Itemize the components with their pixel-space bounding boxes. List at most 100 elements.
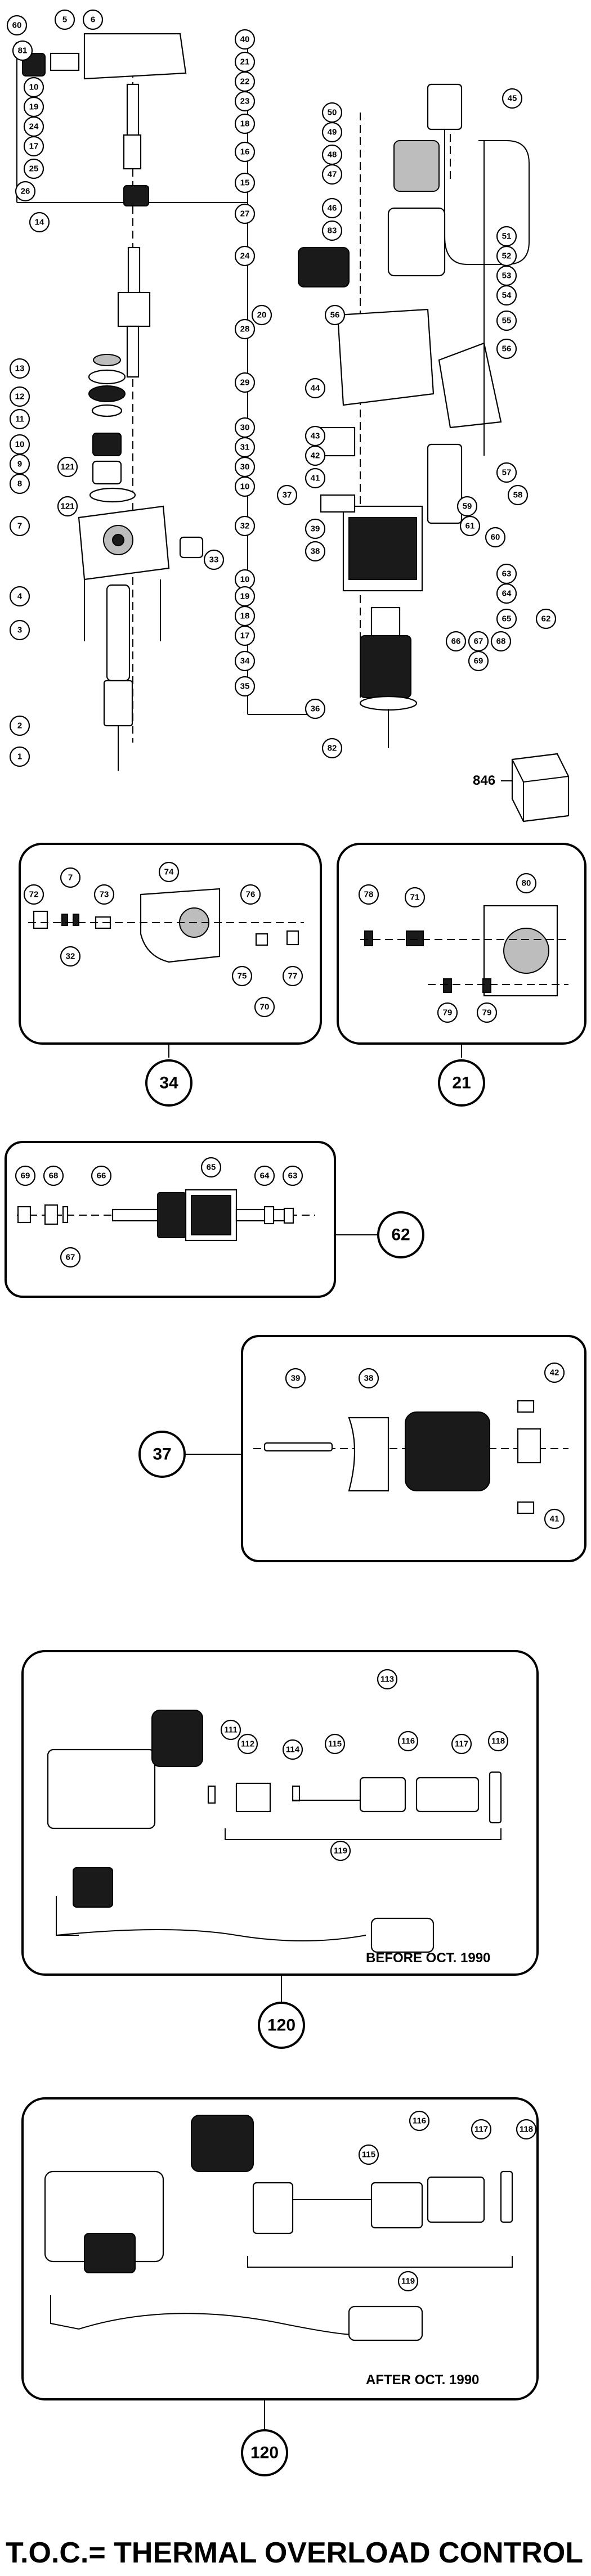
svg-text:60: 60 [12, 21, 22, 30]
callout-67: 67 [468, 631, 489, 652]
svg-text:45: 45 [508, 94, 517, 104]
svg-text:69: 69 [474, 657, 483, 666]
caption-before: BEFORE OCT. 1990 [366, 1950, 490, 1966]
svg-text:48: 48 [328, 150, 337, 160]
svg-text:58: 58 [513, 491, 523, 500]
svg-text:33: 33 [209, 555, 219, 565]
callout-114: 114 [282, 1739, 303, 1760]
callout-111: 111 [220, 1719, 241, 1741]
svg-text:30: 30 [240, 462, 250, 472]
svg-text:32: 32 [240, 522, 250, 531]
svg-text:39: 39 [291, 1374, 301, 1383]
callout-69: 69 [468, 650, 489, 672]
callout-18: 18 [234, 113, 256, 134]
svg-text:116: 116 [413, 2116, 426, 2126]
svg-text:8: 8 [17, 479, 22, 489]
callout-hub-before: 120 [258, 2002, 305, 2049]
svg-text:111: 111 [224, 1725, 237, 1735]
callout-65: 65 [200, 1157, 222, 1178]
callout-10: 10 [234, 476, 256, 497]
callout-117: 117 [451, 1733, 472, 1755]
svg-text:112: 112 [241, 1739, 254, 1749]
svg-text:118: 118 [491, 1737, 505, 1746]
svg-text:66: 66 [97, 1171, 106, 1181]
callout-30: 30 [234, 456, 256, 478]
callout-73: 73 [93, 884, 115, 905]
callout-35: 35 [234, 676, 256, 697]
svg-text:36: 36 [311, 704, 320, 714]
svg-text:82: 82 [328, 744, 337, 753]
svg-text:76: 76 [246, 890, 256, 900]
callout-41: 41 [544, 1508, 565, 1530]
callout-7: 7 [9, 515, 30, 537]
callout-113: 113 [377, 1669, 398, 1690]
svg-text:7: 7 [17, 522, 22, 531]
svg-text:3: 3 [17, 626, 22, 635]
svg-text:34: 34 [240, 657, 250, 666]
callout-hub-21: 21 [438, 1059, 485, 1107]
svg-text:27: 27 [240, 209, 250, 219]
callout-hub-after: 120 [241, 2429, 288, 2476]
svg-text:120: 120 [250, 2444, 279, 2462]
gear-housing-shape [83, 33, 187, 80]
callout-79: 79 [476, 1002, 498, 1023]
callout-64: 64 [496, 583, 517, 604]
svg-text:43: 43 [311, 431, 320, 441]
callout-60: 60 [6, 15, 28, 36]
svg-text:10: 10 [29, 83, 39, 92]
callout-2: 2 [9, 715, 30, 736]
callout-69: 69 [15, 1165, 36, 1186]
callout-8: 8 [9, 473, 30, 494]
svg-text:12: 12 [15, 392, 25, 402]
callout-115: 115 [358, 2144, 379, 2165]
callout-31: 31 [234, 437, 256, 458]
svg-text:18: 18 [240, 612, 250, 621]
svg-text:117: 117 [455, 1739, 468, 1749]
svg-text:72: 72 [29, 890, 39, 900]
callout-26: 26 [15, 181, 36, 202]
svg-text:67: 67 [474, 637, 483, 646]
callout-24: 24 [234, 245, 256, 267]
callout-65: 65 [496, 608, 517, 630]
callout-23: 23 [234, 91, 256, 112]
callout-14: 14 [29, 212, 50, 233]
callout-hub-34: 34 [145, 1059, 192, 1107]
callout-76: 76 [240, 884, 261, 905]
callout-21: 21 [234, 51, 256, 73]
svg-text:41: 41 [550, 1514, 559, 1524]
callout-51: 51 [496, 226, 517, 247]
caption-after: AFTER OCT. 1990 [366, 2372, 479, 2388]
svg-text:14: 14 [35, 218, 44, 227]
svg-text:10: 10 [240, 575, 250, 585]
svg-text:121: 121 [60, 462, 74, 472]
svg-text:79: 79 [482, 1008, 492, 1018]
svg-text:113: 113 [380, 1675, 394, 1684]
callout-12: 12 [9, 386, 30, 407]
callout-hub-37: 37 [138, 1431, 186, 1478]
callout-71: 71 [404, 887, 426, 908]
svg-text:46: 46 [328, 204, 337, 213]
callout-42: 42 [544, 1362, 565, 1383]
svg-text:61: 61 [465, 522, 475, 531]
svg-text:13: 13 [15, 364, 25, 374]
callout-68: 68 [43, 1165, 64, 1186]
callout-32: 32 [60, 946, 81, 967]
svg-text:83: 83 [328, 226, 337, 236]
callout-57: 57 [496, 462, 517, 483]
callout-19: 19 [23, 96, 44, 118]
callout-61: 61 [459, 515, 481, 537]
box-code: 846 [473, 773, 495, 788]
footer-legend: T.O.C.= THERMAL OVERLOAD CONTROL [6, 2537, 583, 2569]
callout-39: 39 [305, 518, 326, 540]
svg-text:31: 31 [240, 443, 250, 452]
callout-38: 38 [358, 1368, 379, 1389]
callout-50: 50 [321, 102, 343, 123]
callout-41: 41 [305, 467, 326, 489]
callout-48: 48 [321, 144, 343, 165]
svg-text:65: 65 [502, 614, 512, 624]
svg-text:116: 116 [401, 1737, 415, 1746]
svg-text:19: 19 [29, 102, 39, 112]
svg-text:34: 34 [159, 1074, 178, 1093]
svg-text:59: 59 [463, 502, 472, 511]
callout-47: 47 [321, 164, 343, 185]
